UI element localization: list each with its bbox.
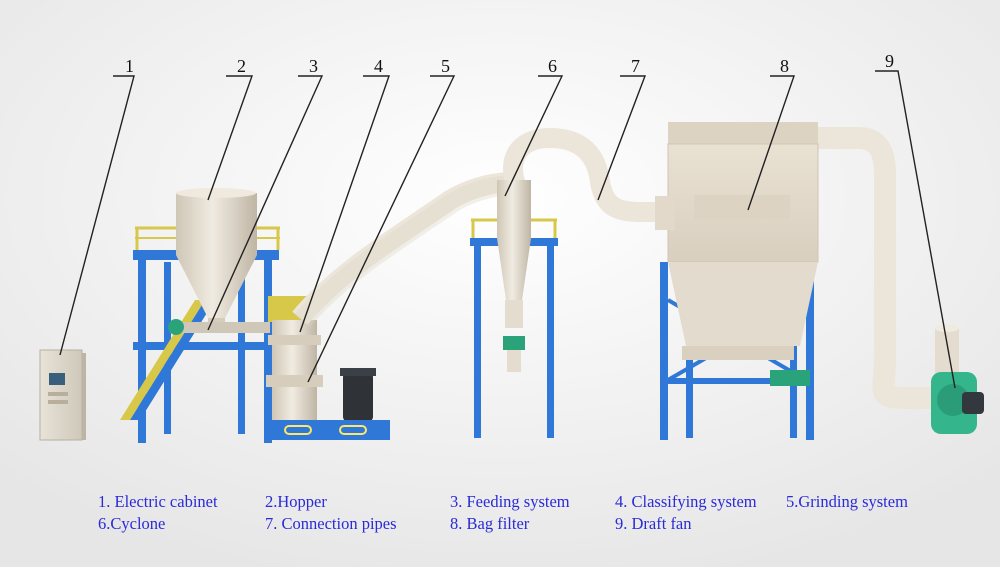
legend-item-connection-pipes: 7. Connection pipes [265,514,397,533]
bag-filter [655,122,819,386]
legend-item-draft-fan: 9. Draft fan [615,514,692,533]
callout-4: 4 [374,56,383,76]
legend-item-electric-cabinet: 1. Electric cabinet [98,492,218,511]
callout-7: 7 [631,56,640,76]
leader-lines [59,70,956,389]
grinding-mill [266,320,390,440]
callout-2: 2 [237,56,246,76]
callout-9: 9 [885,51,894,71]
legend-item-classifying-system: 4. Classifying system [615,492,757,511]
draft-fan [931,324,984,434]
electric-cabinet [39,349,86,441]
connection-pipes [292,127,932,409]
legend-item-grinding-system: 5.Grinding system [786,492,908,511]
legend-item-cyclone: 6.Cyclone [98,514,166,533]
callout-5: 5 [441,56,450,76]
legend-item-bag-filter: 8. Bag filter [450,514,530,533]
callout-3: 3 [309,56,318,76]
callout-8: 8 [780,56,789,76]
legend-item-feeding-system: 3. Feeding system [450,492,570,511]
cyclone [497,180,531,372]
callout-1: 1 [125,56,134,76]
legend-item-hopper: 2.Hopper [265,492,327,511]
callout-6: 6 [548,56,557,76]
